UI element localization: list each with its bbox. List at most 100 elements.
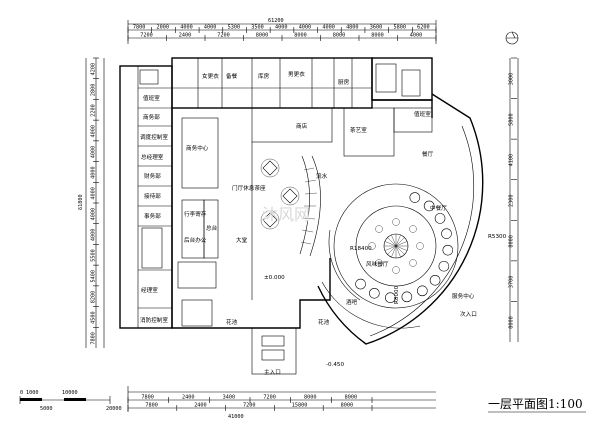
room-admin: 财务部 [144,172,161,180]
dim-right-2: 4100 [509,154,515,167]
dim-top-b-1: 2400 [179,33,192,39]
room-restaurant-hall: 餐厅 [422,150,434,158]
round-table-inner [409,259,417,267]
round-table [369,287,380,299]
dim-bot-b-0: 7800 [145,403,158,409]
dim-bot-a-1: 2400 [182,395,195,401]
room-service-center: 服务中心 [452,292,475,300]
dim-bot-b-3: 15800 [292,403,308,409]
dim-right-6: 8000 [509,316,515,329]
scale-tick-2: 5000 [40,406,53,412]
room-security: 消防控制室 [140,316,168,324]
room-finance: 总经理室 [141,153,164,161]
dim-top-a-12: 6200 [417,25,430,31]
level-outside: -0.450 [326,362,344,368]
round-table [417,285,428,297]
dim-bot-a-5: 8000 [345,395,358,401]
room-mgmt: 经理室 [141,286,158,294]
dim-left-total: 61800 [78,194,84,210]
watermark-logo: 沐风网 [262,205,310,224]
dim-top-a-5: 3500 [251,25,263,31]
room-kitchen-prep: 厨房 [338,78,350,86]
dim-top-a-8: 4000 [322,25,335,31]
room-lobby: 大堂 [236,236,248,244]
scale-tick-0: 0 [20,390,23,396]
round-table [423,200,435,212]
dim-left-6: 4000 [91,187,97,200]
dim-top-b-4: 8000 [294,33,307,39]
dim-top-b-3: 8000 [256,33,269,39]
room-banquet: 中餐厅 [430,204,447,212]
dim-bot-a-2: 3400 [223,395,236,401]
radius-small: R5300 [488,234,507,240]
round-table-inner [392,218,400,226]
dim-top-b-6: 8000 [371,33,384,39]
radius-inner: R8000 [394,285,400,304]
label-main-entrance: 主入口 [264,368,281,376]
room-business-center: 商务中心 [186,144,209,152]
dim-top-b-2: 7200 [217,33,230,39]
scale-bar: 0 1000 5000 10000 20000 [19,390,122,412]
room-front-desk: 总台 [206,224,218,232]
round-table [401,291,413,303]
round-table-inner [392,266,400,274]
room-women: 女更衣 [202,72,219,80]
building-walls [119,57,484,375]
room-shop: 商店 [296,122,308,130]
room-bar: 酒吧 [346,298,358,306]
left-dimensions: 61800 4200280022004000400040004000400040… [78,57,105,348]
dim-left-8: 4000 [91,229,97,242]
room-storage: 库房 [258,72,270,80]
room-water: 流水 [316,172,328,180]
dim-left-0: 4200 [91,63,97,76]
round-table [409,192,421,203]
room-luggage: 行李寄存 [184,210,207,218]
scale-tick-4: 20000 [106,406,122,412]
dim-left-7: 4000 [91,208,97,221]
round-table-inner [416,242,424,250]
dim-bot-a-3: 7200 [263,395,276,401]
round-table-inner [375,225,383,233]
level-lobby: ±0.000 [264,275,285,281]
dim-top-b-0: 7200 [140,33,153,39]
room-lobby-sign: 门厅休息茶座 [232,184,266,192]
dim-top-total: 61200 [268,18,284,24]
dim-top-b-7: 4000 [410,33,423,39]
round-table-inner [409,225,417,233]
room-reception: 接待部 [144,192,161,200]
radius-outer: R18400 [350,246,372,252]
room-flower: 花池 [226,318,238,326]
round-table [355,278,366,290]
dim-top-a-10: 3600 [370,25,383,31]
dim-left-2: 2200 [91,104,97,117]
dim-left-13: 7800 [91,332,97,345]
dim-bot-a-4: 8000 [304,395,317,401]
sofa-set [262,212,278,228]
dim-top-a-0: 7800 [133,25,146,31]
room-storage-2: 值班室 [414,110,431,118]
dim-right-4: 8000 [509,235,515,248]
scale-tick-1: 1000 [26,390,39,396]
dim-left-12: 4500 [91,311,97,324]
round-table-inner [368,242,376,250]
dim-top-a-4: 5300 [228,25,241,31]
sofa-set [262,160,278,176]
dim-top-a-3: 4000 [204,25,217,31]
dim-left-4: 4000 [91,146,97,159]
room-pantry: 备餐 [226,72,238,80]
north-arrow-icon [505,31,519,45]
round-table [442,244,454,256]
dim-top-a-2: 4000 [180,25,193,31]
dim-right-3: 2300 [509,195,515,208]
dim-top-a-1: 2000 [157,25,170,31]
dim-left-5: 4000 [91,166,97,179]
dim-top-b-5: 8000 [333,33,346,39]
dim-bottom-total: 41000 [228,414,244,420]
dim-top-a-11: 5800 [393,25,406,31]
scale-tick-3: 10000 [62,390,78,396]
dim-left-9: 5500 [91,249,97,262]
room-men: 男更衣 [288,70,305,78]
dim-bot-a-0: 7800 [141,395,154,401]
dim-right-1: 5800 [509,113,515,126]
